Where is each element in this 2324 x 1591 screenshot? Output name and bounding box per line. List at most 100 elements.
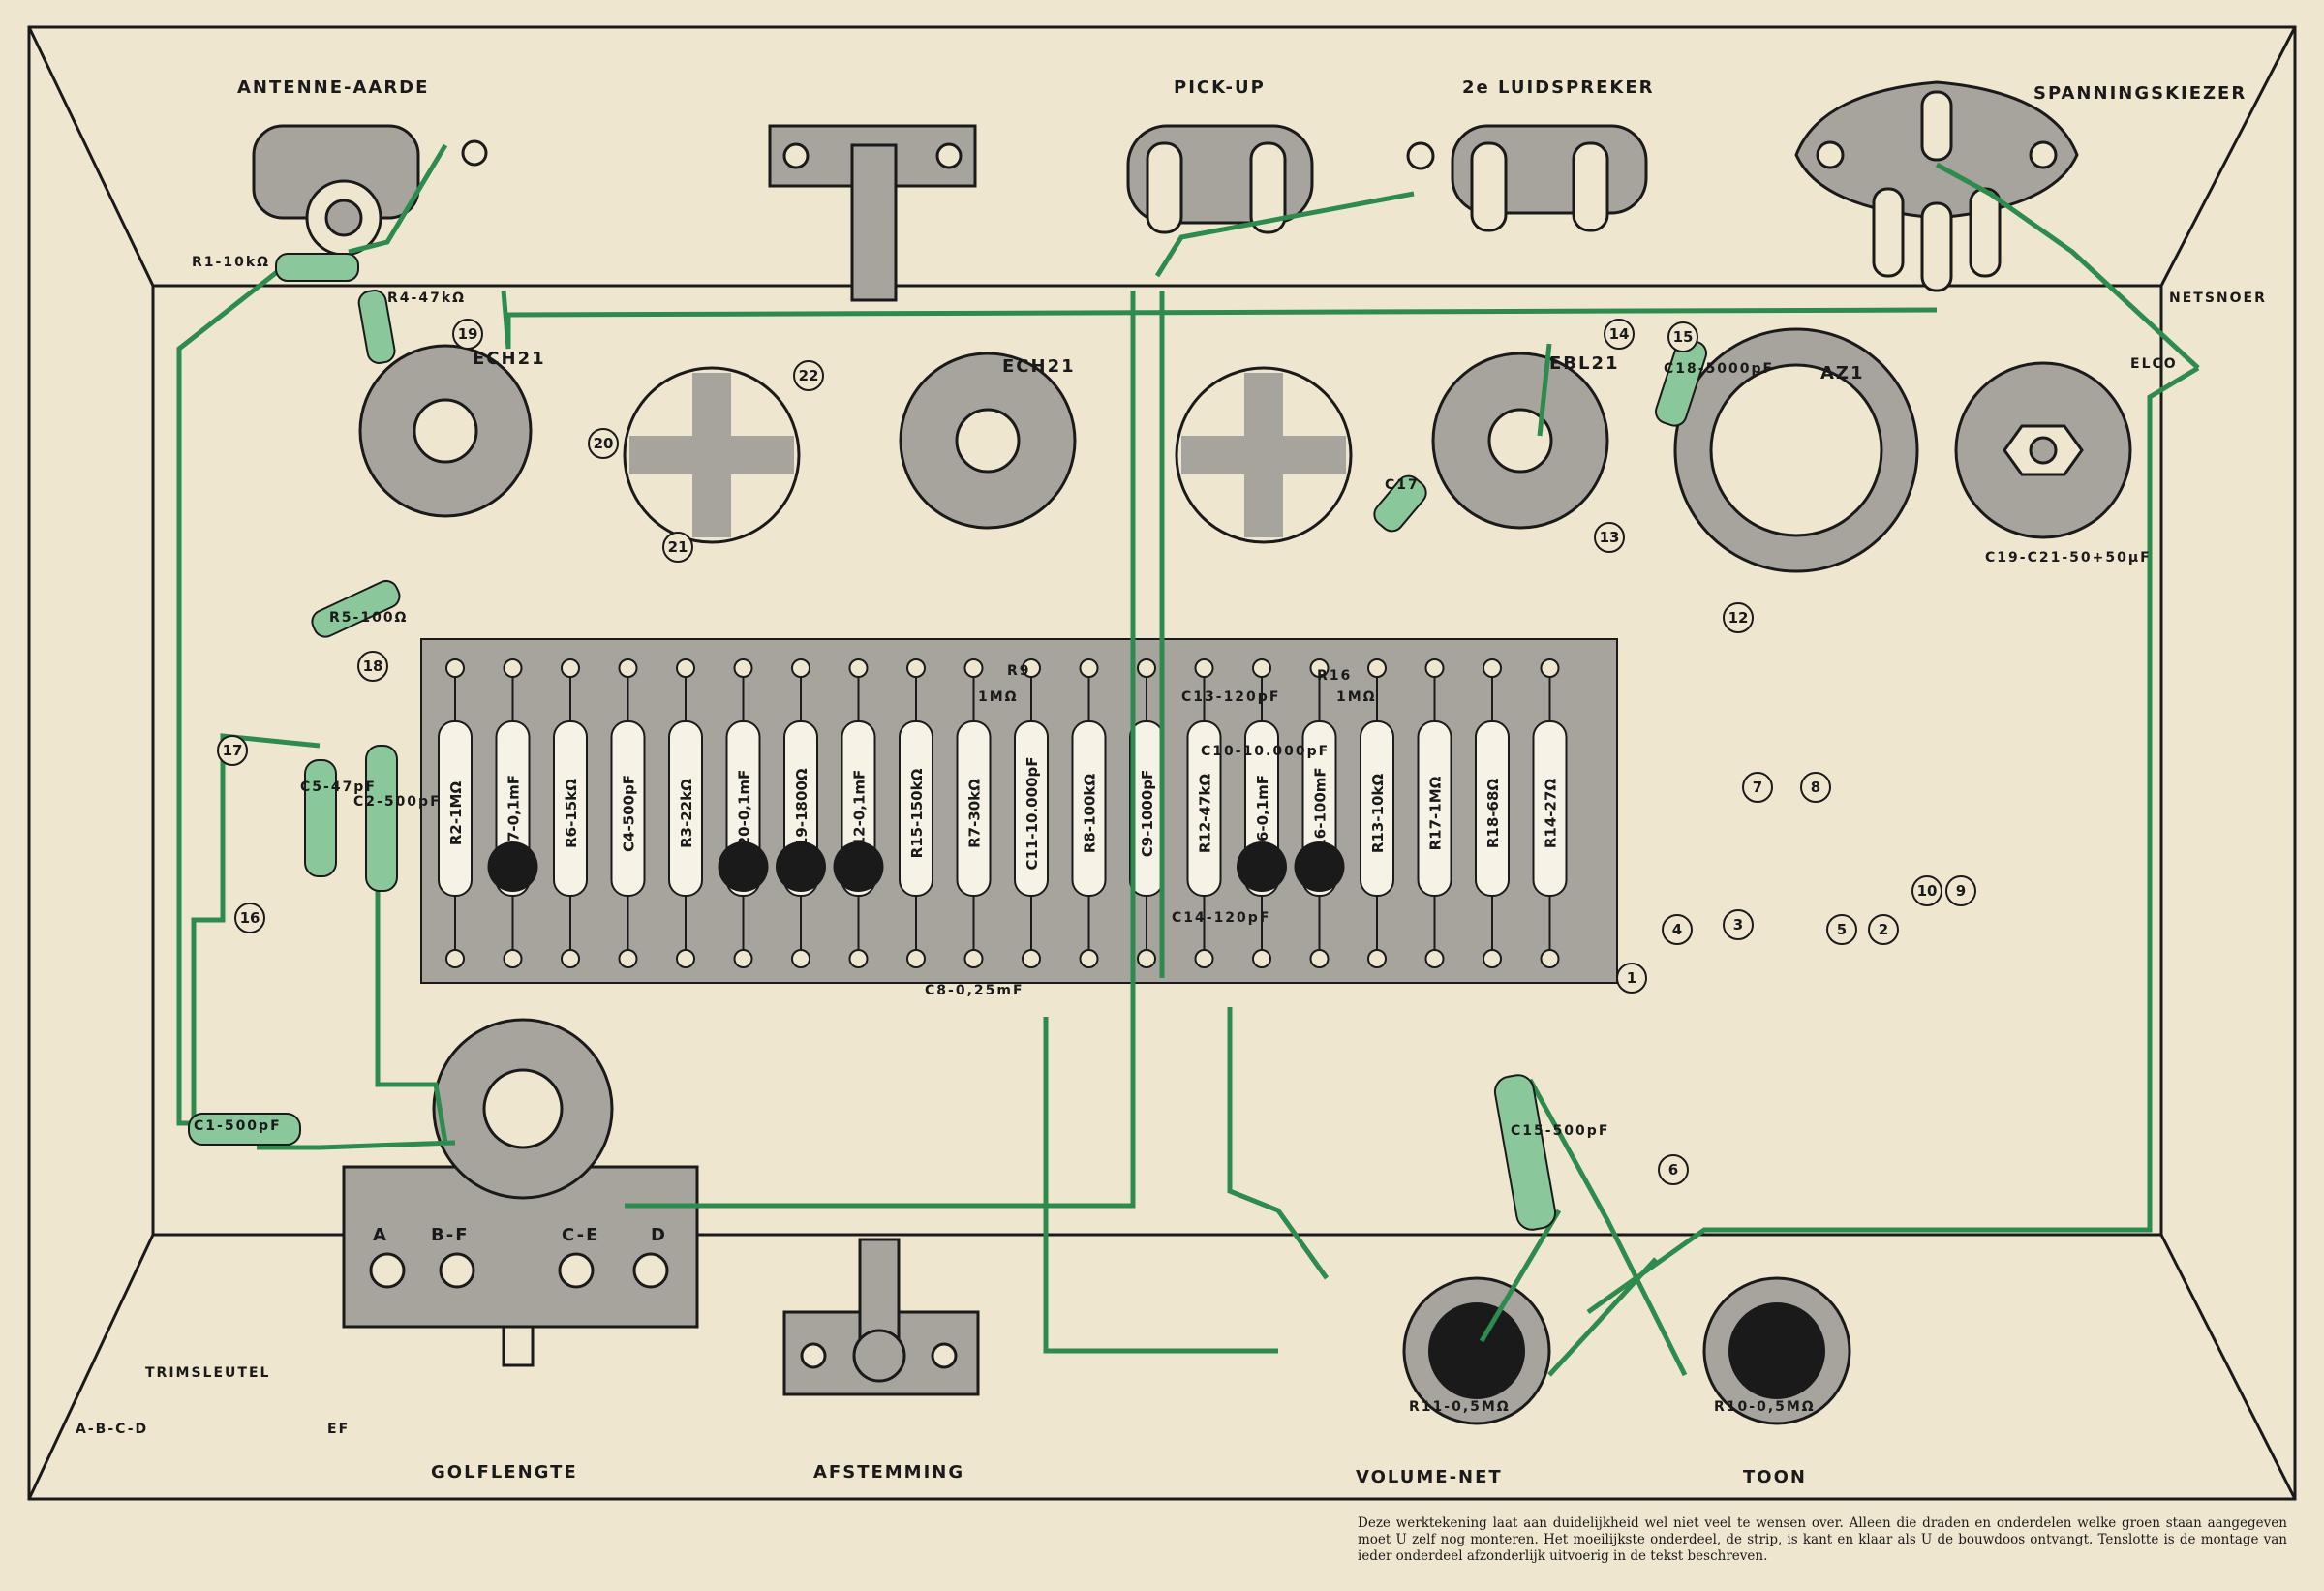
strip-component: C16-100mF	[1294, 658, 1345, 968]
terminal-number-circle	[1667, 321, 1698, 352]
terminal-number-text: 12	[1728, 609, 1749, 627]
strip-component: C7-0,1mF	[487, 658, 538, 968]
terminal-number: 7	[1742, 772, 1773, 803]
trim-key-label: TRIMSLEUTEL	[145, 1365, 271, 1381]
wave-switch[interactable]	[342, 1165, 699, 1367]
terminal-number-text: 18	[363, 658, 383, 675]
terminal-number-circle	[1800, 772, 1831, 803]
solder-tag	[906, 658, 926, 678]
terminal-number: 14	[1604, 319, 1635, 350]
terminal-number-text: 16	[240, 909, 260, 927]
terminal-number: 2	[1868, 914, 1899, 945]
c1-label: C1-500pF	[194, 1118, 282, 1134]
elco-capacitor	[1954, 361, 2132, 539]
wave-switch-wafer	[432, 1018, 614, 1200]
r4-label: R4-47kΩ	[387, 291, 467, 306]
terminal-number-text: 17	[223, 742, 243, 759]
solder-tag	[445, 658, 465, 678]
solder-tag	[561, 949, 580, 968]
terminal-number: 19	[452, 319, 483, 350]
mount-bracket-top	[768, 124, 977, 302]
terminal-number-circle	[1945, 875, 1976, 906]
solder-tag	[1252, 949, 1271, 968]
terminal-number: 10	[1911, 875, 1942, 906]
solder-tag	[1424, 658, 1445, 678]
solder-tag	[1194, 658, 1214, 678]
solder-tag	[676, 658, 695, 678]
wave-label: GOLFLENGTE	[431, 1462, 578, 1483]
tube3-label: EBL21	[1549, 353, 1620, 374]
component-label: C9-1000pF	[1139, 770, 1156, 857]
component-body	[553, 720, 588, 897]
strip-component: R14-27Ω	[1532, 658, 1568, 968]
tone-potentiometer[interactable]	[1702, 1276, 1851, 1425]
r9-value: 1MΩ	[978, 689, 1019, 705]
tube-socket-blank-1	[623, 366, 801, 544]
terminal-number: 17	[217, 735, 248, 766]
terminal-number-text: 20	[594, 435, 614, 452]
component-label: C11-10.000pF	[1024, 757, 1041, 871]
tone-label: TOON	[1743, 1467, 1807, 1487]
green-parts	[188, 253, 1708, 1231]
component-label: R8-100kΩ	[1082, 774, 1099, 853]
terminal-number: 18	[357, 651, 388, 682]
terminal-number: 13	[1594, 522, 1625, 553]
component-body	[610, 720, 646, 897]
strip-component: R2-1MΩ	[438, 658, 473, 968]
terminal-number-text: 7	[1753, 779, 1762, 796]
r1-label: R1-10kΩ	[192, 255, 271, 270]
antenna-socket[interactable]	[252, 124, 488, 257]
solder-tag	[1309, 949, 1330, 968]
terminal-number-text: 21	[668, 538, 688, 556]
component-label: R13-10kΩ	[1369, 774, 1387, 853]
terminal-number-circle	[1723, 909, 1754, 940]
terminal-number: 20	[588, 428, 619, 459]
solder-tag	[1367, 949, 1387, 968]
terminal-number-circle	[357, 651, 388, 682]
solder-tag	[676, 949, 695, 968]
solder-tag	[963, 658, 984, 678]
strip-component: R8-100kΩ	[1071, 658, 1107, 968]
terminal-number-circle	[1662, 914, 1693, 945]
strip-component: C12-0,1mF	[833, 658, 884, 968]
strip-component: R13-10kΩ	[1360, 658, 1394, 968]
terminal-number-text: 13	[1600, 529, 1620, 546]
capacitor-cap	[1237, 841, 1287, 892]
terminal-number-text: 5	[1837, 921, 1847, 938]
terminal-number-text: 1	[1627, 969, 1636, 987]
terminal-number-circle	[234, 903, 265, 933]
solder-tag	[618, 949, 638, 968]
strip-component: R7-30kΩ	[956, 658, 992, 968]
terminal-number: 8	[1800, 772, 1831, 803]
component-body	[438, 720, 473, 897]
antenna-label: ANTENNE-AARDE	[237, 77, 430, 98]
solder-tag	[1079, 658, 1099, 678]
c13-label: C13-120pF	[1181, 689, 1281, 705]
component-label: R2-1MΩ	[447, 781, 465, 846]
terminal-number-text: 8	[1811, 779, 1820, 796]
strip-component: C20-0,1mF	[718, 658, 769, 968]
solder-tag	[848, 658, 869, 678]
tube-socket-az1	[1673, 327, 1919, 573]
pickup-terminal[interactable]	[1126, 124, 1435, 234]
solder-tag	[791, 658, 810, 678]
terminal-number-circle	[1723, 602, 1754, 633]
terminal-number-text: 15	[1673, 328, 1694, 346]
strip-component: R17-1MΩ	[1417, 658, 1452, 968]
tube-socket-ech21-2	[899, 352, 1077, 530]
strip-component: R15-150kΩ	[899, 658, 933, 968]
terminal-number-circle	[217, 735, 248, 766]
strip-component: R18-68Ω	[1475, 658, 1510, 968]
voltage-selector[interactable]	[1794, 80, 2079, 292]
terminal-number: 16	[234, 903, 265, 933]
solder-tag	[1367, 658, 1387, 678]
tube1-label: ECH21	[473, 349, 546, 369]
terminal-number-circle	[793, 360, 824, 391]
voltage-label: SPANNINGSKIEZER	[2034, 83, 2248, 104]
strip-component: R12-47kΩ	[1186, 658, 1222, 968]
volume-potentiometer[interactable]	[1402, 1276, 1551, 1425]
strip-component: R3-22kΩ	[668, 658, 703, 968]
component-body	[1014, 720, 1049, 897]
speaker2-terminal[interactable]	[1451, 124, 1648, 232]
elco-label: ELCO	[2130, 356, 2178, 372]
